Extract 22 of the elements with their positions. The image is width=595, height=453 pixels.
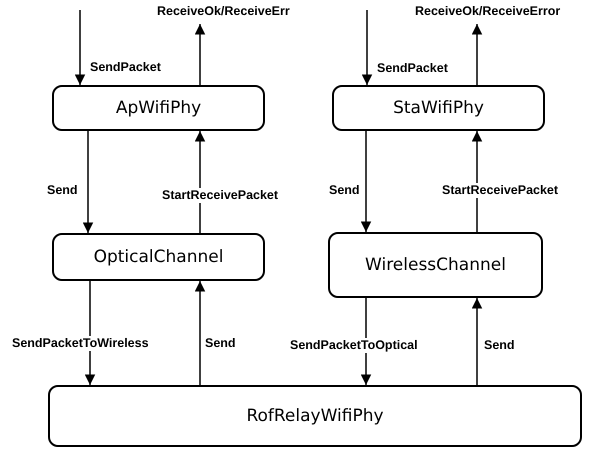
edge-label: StartReceivePacket (160, 188, 280, 203)
process-box (328, 232, 543, 298)
node-label: OpticalChannel (94, 247, 224, 267)
arrow (74, 10, 86, 85)
node-label: WirelessChannel (365, 255, 506, 275)
edge-label: StartReceivePacket (440, 183, 560, 198)
edge-label: SendPacketToWireless (10, 336, 151, 351)
process-box (52, 233, 265, 281)
process-box (52, 85, 265, 131)
arrow (472, 24, 482, 85)
arrow (194, 281, 206, 385)
process-box (332, 85, 545, 131)
arrow (472, 298, 482, 385)
node-label: RofRelayWifiPhy (246, 406, 384, 426)
arrow (82, 131, 94, 233)
edge-label: SendPacketToOptical (288, 338, 420, 353)
arrow (362, 10, 372, 85)
arrow (194, 24, 206, 85)
arrow (360, 131, 372, 232)
node-label: StaWifiPhy (393, 98, 484, 118)
node-label: ApWifiPhy (116, 98, 202, 118)
process-box (48, 385, 582, 447)
